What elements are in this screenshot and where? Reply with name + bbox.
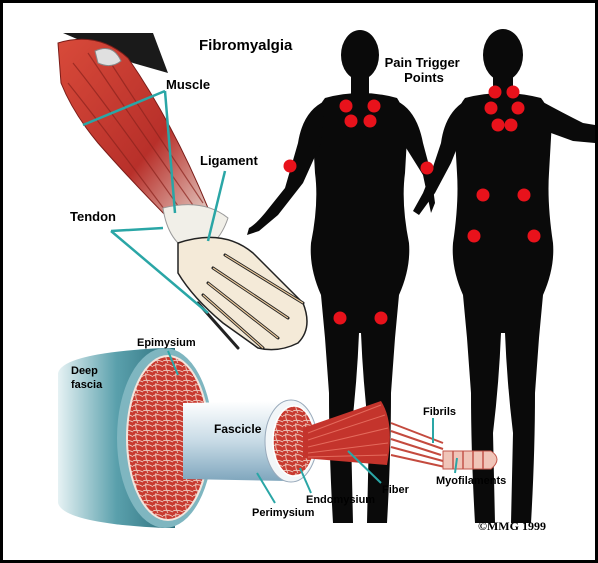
trigger-point xyxy=(468,230,481,243)
trigger-point xyxy=(507,86,520,99)
trigger-point xyxy=(518,189,531,202)
trigger-point xyxy=(528,230,541,243)
trigger-point xyxy=(512,102,525,115)
trigger-point xyxy=(334,312,347,325)
muscle-cross-section xyxy=(58,348,497,528)
trigger-point xyxy=(364,115,377,128)
endomysium-label: Endomysium xyxy=(306,494,375,506)
perimysium-label: Perimysium xyxy=(252,507,315,519)
epimysium-label: Epimysium xyxy=(137,337,196,349)
fascicle-label: Fascicle xyxy=(214,422,262,436)
ligament-label: Ligament xyxy=(200,153,258,168)
trigger-point xyxy=(340,100,353,113)
trigger-point xyxy=(421,162,434,175)
trigger-point xyxy=(284,160,297,173)
trigger-point xyxy=(375,312,388,325)
title: Fibromyalgia xyxy=(199,37,293,54)
fibromyalgia-illustration: Fibromyalgia Pain Trigger Points Muscle … xyxy=(3,3,595,560)
fiber-label: Fiber xyxy=(382,484,410,496)
deep-fascia-line2: fascia xyxy=(71,379,103,391)
deep-fascia-line1: Deep xyxy=(71,365,98,377)
trigger-title: Pain Trigger Points xyxy=(385,55,464,85)
myofilaments-label: Myofilaments xyxy=(436,475,506,487)
forearm-muscle xyxy=(58,39,208,228)
myofilaments xyxy=(443,451,497,469)
tendon-label: Tendon xyxy=(70,209,116,224)
copyright: ©MMG 1999 xyxy=(478,519,546,533)
trigger-point xyxy=(489,86,502,99)
muscle-label: Muscle xyxy=(166,77,210,92)
trigger-point xyxy=(485,102,498,115)
trigger-title-line1: Pain Trigger xyxy=(385,55,460,70)
fibrils xyxy=(391,423,445,467)
trigger-title-line2: Points xyxy=(404,70,444,85)
trigger-point xyxy=(345,115,358,128)
trigger-point xyxy=(505,119,518,132)
trigger-point xyxy=(368,100,381,113)
fibrils-label: Fibrils xyxy=(423,406,456,418)
trigger-point xyxy=(492,119,505,132)
trigger-point xyxy=(477,189,490,202)
